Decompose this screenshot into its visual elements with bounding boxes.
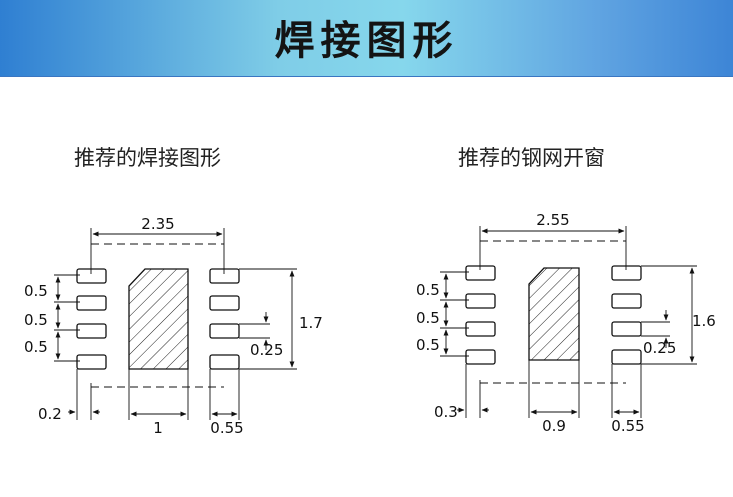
dimension-labels-right: 2.55 0.5 0.5 0.5 1.6 0.25 0.3 0.9 0.55 <box>416 211 716 435</box>
dim-edge-offset: 0.3 <box>434 403 458 421</box>
center-pad <box>528 267 580 361</box>
dim-pitch-3: 0.5 <box>24 338 48 356</box>
dim-pitch-2: 0.5 <box>24 311 48 329</box>
pad-right-3 <box>209 323 240 339</box>
pad-right-2 <box>209 295 240 311</box>
dim-pitch-1: 0.5 <box>24 282 48 300</box>
pad-left-2 <box>76 295 107 311</box>
dim-height-total: 1.7 <box>299 314 323 332</box>
pad-right-4 <box>611 349 642 365</box>
dim-center-pad-width: 0.9 <box>542 417 566 435</box>
pad-left-1 <box>76 268 107 284</box>
pad-left-3 <box>465 321 496 337</box>
dim-pitch-1: 0.5 <box>416 281 440 299</box>
dim-width-total: 2.35 <box>141 215 174 233</box>
dim-center-pad-width: 1 <box>153 419 163 437</box>
dim-edge-offset: 0.2 <box>38 405 62 423</box>
pad-left-4 <box>465 349 496 365</box>
pad-left-2 <box>465 293 496 309</box>
pad-right-1 <box>611 265 642 281</box>
dim-height-total: 1.6 <box>692 312 716 330</box>
footprint-right <box>440 226 697 418</box>
pad-right-3 <box>611 321 642 337</box>
panel-title-solder-pattern: 推荐的焊接图形 <box>74 146 221 170</box>
dim-pad-length: 0.55 <box>611 417 644 435</box>
dim-pad-gap: 0.25 <box>250 341 283 359</box>
panel-title-stencil-opening: 推荐的钢网开窗 <box>458 146 605 170</box>
pad-right-1 <box>209 268 240 284</box>
dim-width-total: 2.55 <box>536 211 569 229</box>
pad-right-2 <box>611 293 642 309</box>
dim-pad-gap: 0.25 <box>643 339 676 357</box>
pad-right-4 <box>209 354 240 370</box>
footprint-left <box>54 228 297 420</box>
dim-pad-length: 0.55 <box>210 419 243 437</box>
dimension-labels-left: 2.35 0.5 0.5 0.5 1.7 0.25 0.2 1 0.55 <box>24 215 323 437</box>
pad-left-1 <box>465 265 496 281</box>
dim-pitch-2: 0.5 <box>416 309 440 327</box>
pad-left-4 <box>76 354 107 370</box>
page-title: 焊接图形 <box>274 18 459 64</box>
dim-pitch-3: 0.5 <box>416 336 440 354</box>
header-banner: 焊接图形 <box>0 0 733 77</box>
center-pad <box>128 268 189 370</box>
pad-left-3 <box>76 323 107 339</box>
